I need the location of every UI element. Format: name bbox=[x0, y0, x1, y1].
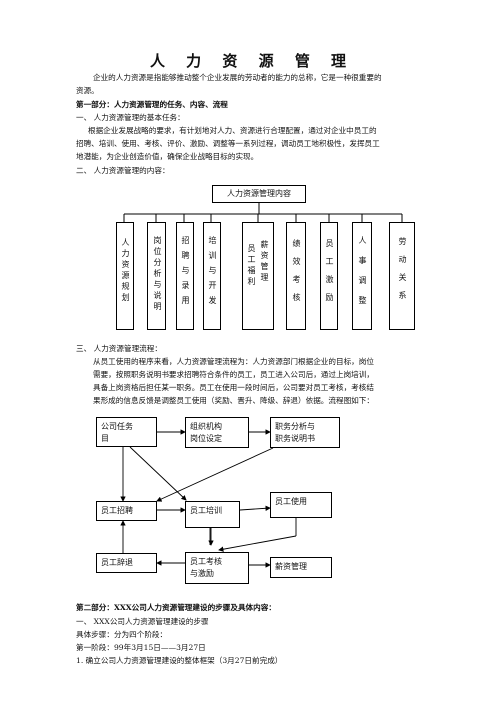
flow-company-task-line-2: 目 bbox=[101, 434, 109, 443]
flow-assessment-line-1: 员工考核 bbox=[190, 557, 222, 566]
content-root-box: 人力资源管理内容 bbox=[212, 185, 306, 203]
content-item-label: 人力资源规划 bbox=[121, 238, 130, 302]
content-item-label: 人事调整 bbox=[358, 236, 367, 305]
flow-assessment-box: 员工考核 与激励 bbox=[185, 552, 249, 584]
content-item-recruitment: 招聘与录用 bbox=[176, 222, 194, 330]
intro-line-2: 资源。 bbox=[76, 86, 99, 95]
content-item-job-analysis: 岗位分析与说明 bbox=[147, 222, 166, 330]
flow-salary-label: 薪资管理 bbox=[275, 562, 307, 571]
page-title: 人 力 资 源 管 理 bbox=[149, 52, 355, 70]
flow-company-task-line-1: 公司任务 bbox=[101, 422, 133, 431]
section3-line-4: 果形成的信息反馈是调整员工使用（奖励、晋升、降级、辞退）依据。流程图如下： bbox=[93, 396, 374, 405]
content-item-label: 岗位分析与说明 bbox=[153, 236, 162, 311]
flow-dismissal-label: 员工辞退 bbox=[101, 558, 133, 567]
section3-line-2: 需要，按照职务说明书要求招聘符合条件的员工，员工进入公司后，通过上岗培训， bbox=[93, 370, 374, 379]
flow-dismissal-box: 员工辞退 bbox=[96, 553, 157, 573]
part2-section1-heading: 一、 XXX公司人力资源管理建设的步骤 bbox=[76, 617, 209, 626]
content-item-performance: 绩效考核 bbox=[286, 222, 306, 330]
part2-heading: 第二部分：XXX公司人力资源管理建设的步骤及具体内容： bbox=[76, 603, 276, 612]
flow-use-label: 员工使用 bbox=[275, 497, 307, 506]
content-item-label: 绩效考核 bbox=[292, 239, 301, 302]
flow-training-label: 员工培训 bbox=[190, 506, 222, 515]
flow-training-box: 员工培训 bbox=[185, 501, 240, 528]
flow-org-structure-box: 组织机构 岗位设定 bbox=[185, 417, 249, 448]
part2-line-3: 1. 确立公司人力资源管理建设的整体框架（3月27日前完成） bbox=[76, 656, 283, 665]
flow-company-task-box: 公司任务 目 bbox=[96, 417, 157, 447]
content-root-label: 人力资源管理内容 bbox=[227, 189, 291, 198]
flow-recruitment-box: 员工招聘 bbox=[96, 501, 157, 521]
section3-heading: 三、 人力资源管理流程： bbox=[76, 344, 162, 353]
content-item-label: 培训与开发 bbox=[208, 236, 217, 305]
section3-line-3: 具备上岗资格后担任某一职务。员工在使用一段时间后，公司要对员工考核，考核结 bbox=[93, 383, 374, 392]
part2-line-1: 具体步骤：分为四个阶段： bbox=[76, 630, 168, 639]
content-item-welfare-label: 员工福利 bbox=[247, 244, 256, 286]
part1-heading: 第一部分：人力资源管理的任务、内容、流程 bbox=[76, 100, 228, 109]
section2-heading: 二、 人力资源管理的内容： bbox=[76, 166, 170, 175]
content-item-personnel-adjust: 人事调整 bbox=[352, 222, 372, 330]
section1-line-2: 招聘、培训、使用、考核、评价、激励、调整等一系列过程，调动员工地积极性，发挥员工 bbox=[76, 139, 380, 148]
content-item-label: 招聘与录用 bbox=[181, 236, 190, 305]
content-item-welfare-salary: 员工福利 薪资管理 bbox=[242, 222, 274, 330]
flow-employee-use-box: 员工使用 bbox=[270, 492, 332, 518]
section3-line-1: 从员工使用的程序来看，人力资源管理流程为：人力资源部门根据企业的目标，岗位 bbox=[93, 357, 374, 366]
flow-job-line-2: 职务说明书 bbox=[275, 434, 315, 443]
flow-recruitment-label: 员工招聘 bbox=[101, 506, 133, 515]
section1-line-3: 地潜能，为企业创造价值，确保企业战略目标的实现。 bbox=[76, 152, 259, 161]
content-item-label: 员工激励 bbox=[325, 239, 334, 302]
section1-heading: 一、 人力资源管理的基本任务： bbox=[76, 113, 185, 122]
flow-job-line-1: 职务分析与 bbox=[275, 422, 315, 431]
part2-line-2: 第一阶段：99年3月15日——3月27日 bbox=[76, 643, 206, 652]
content-item-motivation: 员工激励 bbox=[320, 222, 338, 330]
flow-org-line-2: 岗位设定 bbox=[190, 434, 222, 443]
flow-job-analysis-box: 职务分析与 职务说明书 bbox=[270, 417, 340, 448]
content-item-labor-relations: 劳动关系 bbox=[389, 222, 415, 330]
flow-assessment-line-2: 与激励 bbox=[190, 569, 214, 578]
section1-line-1: 根据企业发展战略的要求，有计划地对人力、资源进行合理配置，通过对企业中员工的 bbox=[88, 126, 377, 135]
flow-salary-box: 薪资管理 bbox=[270, 557, 332, 578]
flow-org-line-1: 组织机构 bbox=[190, 422, 222, 431]
content-item-hr-planning: 人力资源规划 bbox=[116, 222, 134, 330]
content-item-label: 劳动关系 bbox=[398, 237, 407, 300]
content-item-salary-label: 薪资管理 bbox=[260, 240, 269, 282]
content-item-training: 培训与开发 bbox=[203, 222, 221, 330]
intro-line-1: 企业的人力资源是指能够推动整个企业发展的劳动者的能力的总称，它是一种很重要的 bbox=[93, 73, 382, 82]
